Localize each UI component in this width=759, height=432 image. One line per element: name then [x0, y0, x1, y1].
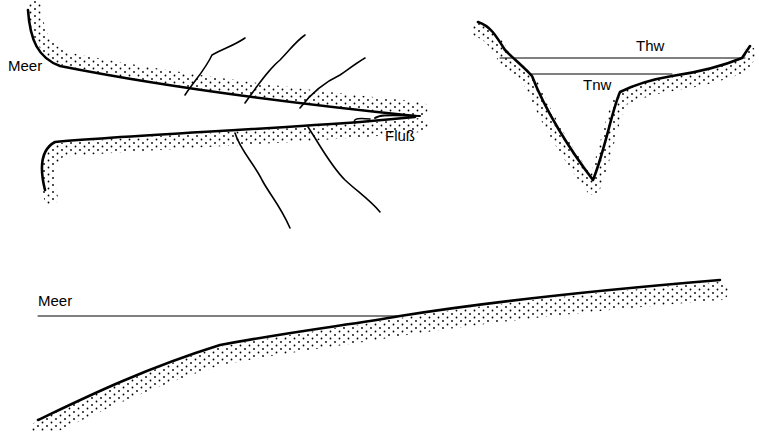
low-water-line [530, 74, 672, 75]
channel-profile [478, 22, 750, 180]
tributaries [185, 35, 380, 228]
bank-stipple [48, 125, 421, 198]
ground-profile [38, 280, 720, 420]
water-level-label: Thw [636, 38, 664, 55]
water-level-label: Tnw [583, 77, 611, 94]
estuary-map [28, 10, 420, 190]
sea-level-line [38, 316, 400, 317]
ground-stipple [38, 291, 720, 431]
high-water-line [500, 58, 745, 59]
river-label: Fluß [385, 128, 415, 145]
sea-label: Meer [38, 293, 72, 310]
sea-label: Meer [8, 58, 42, 75]
